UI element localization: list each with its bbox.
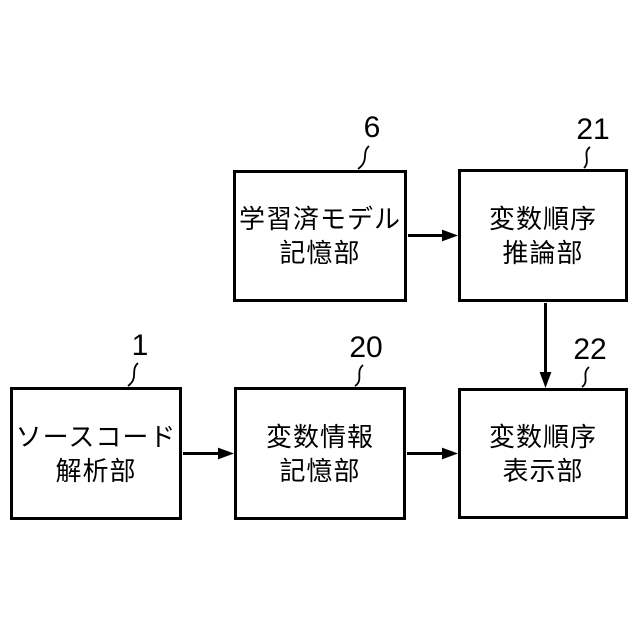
- ref-numeral-1: 1: [131, 329, 149, 362]
- arrow-21-to-22: [539, 303, 552, 388]
- leader-line-22: [581, 366, 590, 388]
- ref-numeral-21: 21: [576, 113, 610, 146]
- box-variable-info-storage: 変数情報 記憶部: [234, 387, 406, 520]
- box-source-code-analysis: ソースコード 解析部: [10, 387, 182, 520]
- box-label-line: 学習済モデル: [238, 204, 401, 234]
- arrowhead-icon: [442, 229, 458, 242]
- leader-line-1: [127, 362, 139, 387]
- leader-line-6: [357, 145, 370, 170]
- arrowhead-icon: [218, 447, 234, 460]
- box-label: 変数順序 表示部: [489, 420, 597, 488]
- arrowhead-icon: [442, 447, 458, 460]
- box-variable-order-display: 変数順序 表示部: [458, 388, 628, 519]
- box-label-line: 変数情報: [265, 421, 374, 452]
- leader-line-20: [354, 364, 364, 387]
- box-label: 変数情報 記憶部: [266, 420, 374, 488]
- box-label-line: 変数順序: [488, 203, 597, 234]
- box-label-line: 変数順序: [488, 421, 597, 452]
- box-label-line: 記憶部: [279, 238, 361, 268]
- box-label: ソースコード 解析部: [16, 420, 177, 488]
- arrow-6-to-21: [408, 229, 458, 242]
- box-label-line: 解析部: [55, 455, 137, 486]
- box-label: 学習済モデル 記憶部: [239, 202, 401, 270]
- leader-line-21: [583, 146, 591, 169]
- ref-numeral-6: 6: [363, 111, 381, 144]
- box-label-line: 記憶部: [279, 455, 361, 486]
- box-label-line: 表示部: [502, 455, 584, 486]
- arrow-20-to-22: [407, 447, 458, 460]
- box-label-line: 推論部: [502, 237, 584, 268]
- box-label-line: ソースコード: [15, 421, 177, 452]
- arrow-1-to-20: [183, 447, 234, 460]
- box-trained-model-storage: 学習済モデル 記憶部: [233, 170, 407, 302]
- ref-numeral-20: 20: [349, 331, 383, 364]
- ref-numeral-22: 22: [573, 333, 607, 366]
- arrowhead-icon: [539, 372, 552, 388]
- box-label: 変数順序 推論部: [489, 202, 597, 270]
- box-variable-order-inference: 変数順序 推論部: [458, 169, 628, 302]
